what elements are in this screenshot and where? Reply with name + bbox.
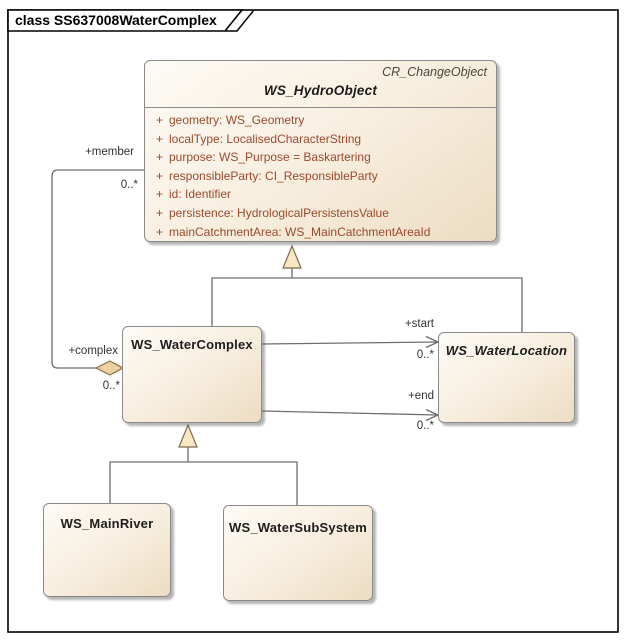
attribute-text: responsibleParty: CI_ResponsibleParty [169,168,378,183]
role-label-complex: +complex [68,345,118,357]
attribute-row: + mainCatchmentArea: WS_MainCatchmentAre… [150,223,490,242]
generalization-connector-to-watercomplex[interactable] [109,423,298,505]
generalization-triangle-icon [178,423,198,448]
class-box-ws-watercomplex[interactable]: WS_WaterComplex [122,326,262,423]
attribute-text: mainCatchmentArea: WS_MainCatchmentAreaI… [169,224,431,239]
attribute-visibility: + [155,113,163,127]
diagram-frame [7,9,619,633]
attribute-visibility: + [155,150,163,165]
class-box-ws-waterlocation[interactable]: WS_WaterLocation [438,332,575,423]
attribute-visibility: + [155,224,163,239]
attribute-text: localType: LocalisedCharacterString [169,131,362,146]
class-parent-stereotype: CR_ChangeObject [382,65,487,79]
multiplicity-label-start: 0..* [416,349,434,361]
class-name: WS_WaterLocation [445,343,568,358]
aggregation-diamond-icon [94,360,125,376]
multiplicity-label-member: 0..* [120,179,138,191]
association-connector-end[interactable] [261,408,440,422]
multiplicity-label-complex: 0..* [102,380,120,392]
role-label-end: +end [408,390,434,402]
class-name: WS_WaterComplex [131,337,253,352]
attribute-text: persistence: HydrologicalPersistensValue [169,205,389,220]
class-box-ws-watersubsystem[interactable]: WS_WaterSubSystem [223,505,373,601]
class-name: WS_WaterSubSystem [228,520,367,535]
attribute-visibility: + [155,205,163,220]
attribute-row: + persistence: HydrologicalPersistensVal… [150,204,490,223]
attribute-row: + geometry: WS_Geometry [150,111,490,130]
attribute-text: geometry: WS_Geometry [169,113,305,127]
class-header: CR_ChangeObject WS_HydroObject [145,61,496,108]
attribute-visibility: + [155,187,163,202]
attribute-text: id: Identifier [169,187,232,202]
attributes-compartment: + geometry: WS_Geometry + localType: Loc… [145,108,496,241]
attribute-row: + localType: LocalisedCharacterString [150,130,490,149]
class-name: WS_MainRiver [60,516,154,531]
multiplicity-label-end: 0..* [416,420,434,432]
attribute-row: + responsibleParty: CI_ResponsibleParty [150,167,490,186]
generalization-triangle-icon [282,244,302,269]
frame-title: class SS637008WaterComplex [15,12,217,28]
class-box-ws-mainriver[interactable]: WS_MainRiver [43,503,171,597]
attribute-visibility: + [155,168,163,183]
attribute-row: + id: Identifier [150,185,490,204]
generalization-connector-to-hydroobject[interactable] [211,244,523,332]
attribute-row: + purpose: WS_Purpose = Baskartering [150,148,490,167]
association-connector-start[interactable] [261,335,440,349]
role-label-member: +member [85,146,134,158]
attribute-text: purpose: WS_Purpose = Baskartering [169,150,371,165]
role-label-start: +start [404,318,434,330]
class-box-ws-hydroobject[interactable]: CR_ChangeObject WS_HydroObject + geometr… [144,60,497,242]
frame-tab-corner-line [225,9,255,32]
class-name: WS_HydroObject [263,83,378,98]
attribute-visibility: + [155,131,163,146]
